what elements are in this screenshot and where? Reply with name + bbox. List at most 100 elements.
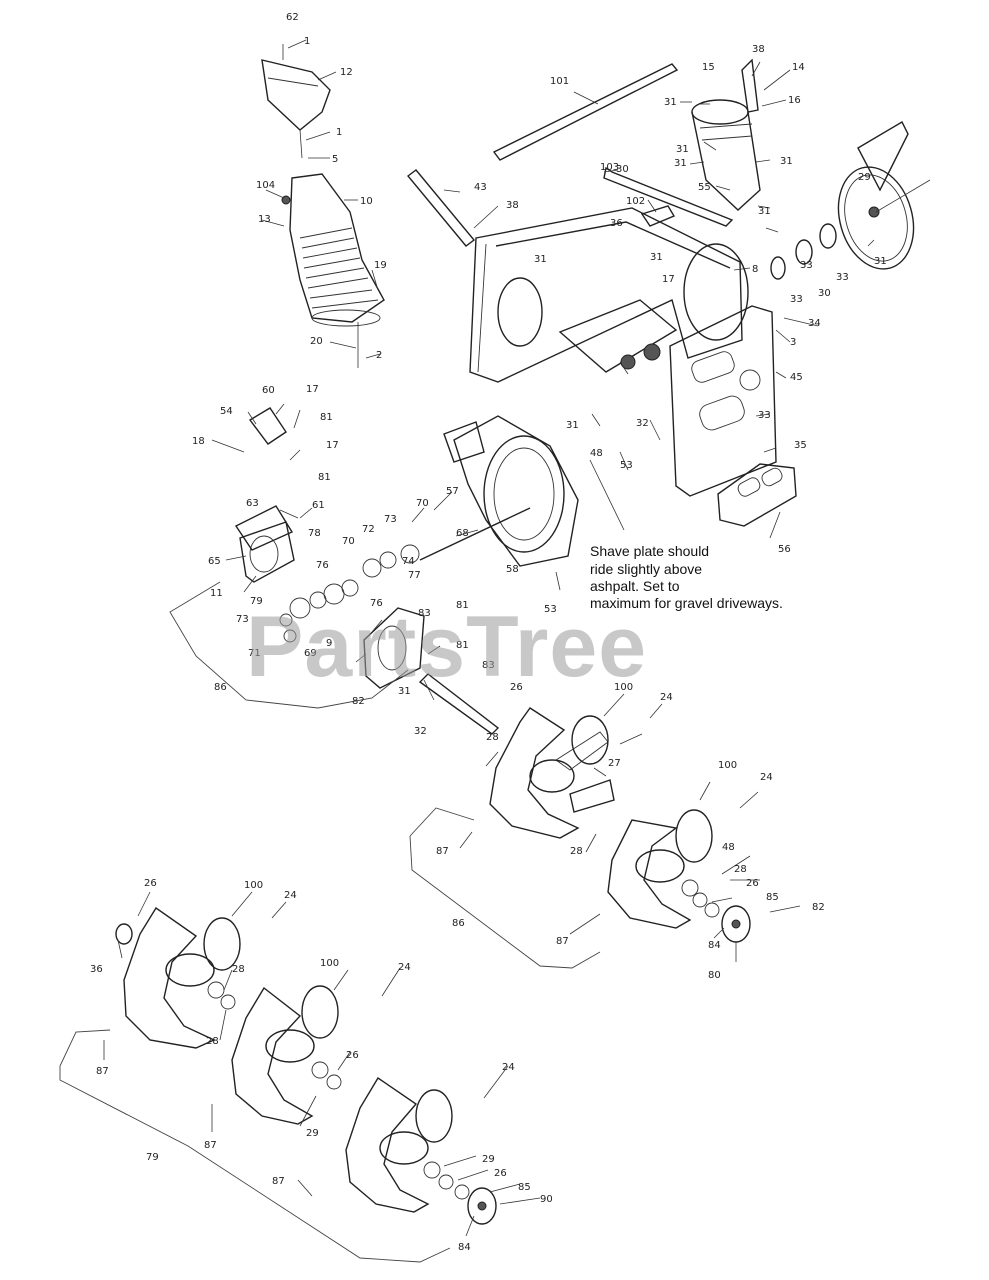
callout-87c: 87 bbox=[96, 1066, 109, 1077]
callout-79b: 79 bbox=[146, 1152, 159, 1163]
callout-87e: 87 bbox=[272, 1176, 285, 1187]
auger-right bbox=[409, 707, 751, 969]
callout-34: 34 bbox=[808, 318, 821, 329]
callout-28b: 28 bbox=[570, 846, 583, 857]
callout-83: 83 bbox=[418, 608, 431, 619]
callout-10: 10 bbox=[360, 196, 373, 207]
callout-31g: 31 bbox=[874, 256, 887, 267]
callout-82: 82 bbox=[352, 696, 365, 707]
callout-65: 65 bbox=[208, 556, 221, 567]
callout-28e: 28 bbox=[206, 1036, 219, 1047]
callout-73: 73 bbox=[384, 514, 397, 525]
callout-31h: 31 bbox=[650, 252, 663, 263]
callout-68: 68 bbox=[456, 528, 469, 539]
callout-104: 104 bbox=[256, 180, 275, 191]
callout-33c: 33 bbox=[800, 260, 813, 271]
callout-81b: 81 bbox=[318, 472, 331, 483]
note-line-3: ashpalt. Set to bbox=[590, 578, 680, 594]
callout-56: 56 bbox=[778, 544, 791, 555]
note-line-2: ride slightly above bbox=[590, 561, 702, 577]
callout-2: 2 bbox=[376, 350, 382, 361]
callout-19: 19 bbox=[374, 260, 387, 271]
impeller bbox=[419, 415, 579, 567]
callout-80: 80 bbox=[708, 970, 721, 981]
callout-86: 86 bbox=[214, 682, 227, 693]
callout-33b: 33 bbox=[790, 294, 803, 305]
callout-102: 102 bbox=[626, 196, 645, 207]
callout-30b: 30 bbox=[818, 288, 831, 299]
callout-33: 33 bbox=[836, 272, 849, 283]
callout-36: 36 bbox=[610, 218, 623, 229]
callout-71: 71 bbox=[248, 648, 261, 659]
chute-deflector bbox=[261, 44, 331, 159]
callout-61: 61 bbox=[312, 500, 325, 511]
callout-53b: 53 bbox=[544, 604, 557, 615]
callout-87: 87 bbox=[436, 846, 449, 857]
callout-101: 101 bbox=[550, 76, 569, 87]
callout-85: 85 bbox=[766, 892, 779, 903]
callout-48: 48 bbox=[590, 448, 603, 459]
callout-29c: 29 bbox=[482, 1154, 495, 1165]
callout-86b: 86 bbox=[452, 918, 465, 929]
callout-87d: 87 bbox=[204, 1140, 217, 1151]
note-line-4: maximum for gravel driveways. bbox=[590, 595, 783, 611]
callout-24d: 24 bbox=[398, 962, 411, 973]
callout-17c: 17 bbox=[326, 440, 339, 451]
callout-48b: 48 bbox=[722, 842, 735, 853]
callout-18: 18 bbox=[192, 436, 205, 447]
callout-76: 76 bbox=[316, 560, 329, 571]
shave-plate-note: Shave plate should ride slightly above a… bbox=[590, 543, 783, 611]
callout-55: 55 bbox=[698, 182, 711, 193]
callout-43: 43 bbox=[474, 182, 487, 193]
callout-81d: 81 bbox=[456, 640, 469, 651]
callout-31i: 31 bbox=[566, 420, 579, 431]
callout-58: 58 bbox=[506, 564, 519, 575]
auger-housing bbox=[469, 207, 777, 497]
callout-63: 63 bbox=[246, 498, 259, 509]
callout-76b: 76 bbox=[370, 598, 383, 609]
callout-20: 20 bbox=[310, 336, 323, 347]
callout-79: 79 bbox=[250, 596, 263, 607]
callout-27: 27 bbox=[608, 758, 621, 769]
callout-78: 78 bbox=[308, 528, 321, 539]
callout-35: 35 bbox=[794, 440, 807, 451]
callout-100: 100 bbox=[614, 682, 633, 693]
callout-36b: 36 bbox=[90, 964, 103, 975]
callout-57: 57 bbox=[446, 486, 459, 497]
callout-30: 30 bbox=[616, 164, 629, 175]
callout-3: 3 bbox=[790, 337, 796, 348]
callout-100b: 100 bbox=[718, 760, 737, 771]
shave-plate bbox=[717, 463, 797, 527]
callout-31j: 31 bbox=[398, 686, 411, 697]
callout-11: 11 bbox=[210, 588, 223, 599]
callout-26e: 26 bbox=[494, 1168, 507, 1179]
callout-62: 62 bbox=[286, 12, 299, 23]
pulley-belt bbox=[770, 121, 931, 280]
callout-31d: 31 bbox=[674, 158, 687, 169]
callout-31c: 31 bbox=[780, 156, 793, 167]
callout-28: 28 bbox=[486, 732, 499, 743]
callout-81c: 81 bbox=[456, 600, 469, 611]
callout-14: 14 bbox=[792, 62, 805, 73]
callout-17b: 17 bbox=[306, 384, 319, 395]
callout-24e: 24 bbox=[502, 1062, 515, 1073]
callout-74: 74 bbox=[402, 556, 415, 567]
callout-70: 70 bbox=[416, 498, 429, 509]
chute-crank bbox=[406, 63, 734, 247]
callout-60: 60 bbox=[262, 385, 275, 396]
callout-24: 24 bbox=[660, 692, 673, 703]
callout-73b: 73 bbox=[236, 614, 249, 625]
callout-32: 32 bbox=[636, 418, 649, 429]
callout-82b: 82 bbox=[812, 902, 825, 913]
callout-33d: 33 bbox=[758, 410, 771, 421]
callout-24b: 24 bbox=[760, 772, 773, 783]
callout-26: 26 bbox=[510, 682, 523, 693]
callout-103: 103 bbox=[600, 162, 619, 173]
callout-1b: 1 bbox=[336, 127, 342, 138]
callout-17: 17 bbox=[662, 274, 675, 285]
callout-28d: 28 bbox=[232, 964, 245, 975]
callout-70b: 70 bbox=[342, 536, 355, 547]
callout-31e: 31 bbox=[758, 206, 771, 217]
callout-54: 54 bbox=[220, 406, 233, 417]
